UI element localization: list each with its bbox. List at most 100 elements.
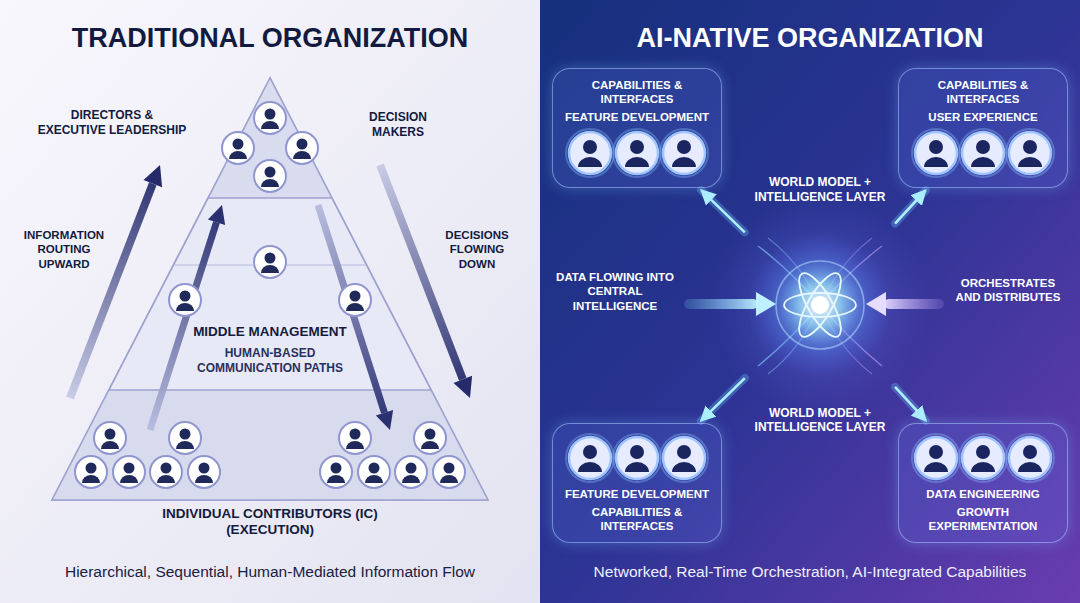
pyramid bbox=[52, 78, 488, 500]
person-glow bbox=[660, 129, 708, 177]
pyramid bbox=[52, 78, 488, 500]
person-circle bbox=[962, 437, 1004, 479]
person-glow bbox=[1006, 434, 1054, 482]
intelligence-core bbox=[784, 293, 856, 317]
person-glow bbox=[660, 434, 708, 482]
connector bbox=[701, 378, 745, 421]
person-icon bbox=[959, 434, 1007, 482]
person-head bbox=[677, 445, 691, 459]
intelligence-core bbox=[792, 268, 849, 342]
intelligence-core: WORLD MODEL + INTELLIGENCE LAYER WORLD MO… bbox=[747, 175, 893, 435]
core-label: WORLD MODEL + INTELLIGENCE LAYER bbox=[747, 175, 893, 204]
flow-arrow bbox=[756, 292, 776, 316]
person-head bbox=[630, 445, 644, 459]
person-icon bbox=[1006, 129, 1054, 177]
tier-label: DIRECTORS & EXECUTIVE LEADERSHIP bbox=[36, 108, 188, 137]
flow-label: INFORMATION ROUTING UPWARD bbox=[16, 228, 112, 271]
person-body bbox=[924, 462, 948, 472]
person-head bbox=[583, 445, 597, 459]
person-glow bbox=[566, 129, 614, 177]
panel-background bbox=[0, 0, 540, 603]
person-icon bbox=[339, 284, 371, 316]
flow-arrow bbox=[684, 299, 758, 309]
tier-label: INDIVIDUAL CONTRIBUTORS (IC) (EXECUTION) bbox=[125, 506, 415, 539]
pyramid bbox=[208, 197, 332, 199]
flow-label: DECISIONS FLOWING DOWN bbox=[432, 228, 522, 271]
person-row bbox=[908, 128, 1058, 178]
person-icon bbox=[339, 422, 371, 454]
caption: Hierarchical, Sequential, Human-Mediated… bbox=[10, 563, 530, 582]
core-label: WORLD MODEL + INTELLIGENCE LAYER bbox=[747, 406, 893, 435]
person-body bbox=[971, 462, 995, 472]
person-head bbox=[1023, 140, 1037, 154]
person-icon bbox=[660, 434, 708, 482]
capability-group: CAPABILITIES & INTERFACESFEATURE DEVELOP… bbox=[552, 68, 722, 188]
person-head bbox=[1023, 445, 1037, 459]
intelligence-core bbox=[776, 261, 864, 349]
person-icon bbox=[254, 102, 286, 134]
person-icon bbox=[254, 160, 286, 192]
panel-background bbox=[540, 0, 1080, 603]
pyramid bbox=[208, 78, 332, 198]
person-circle bbox=[1009, 437, 1051, 479]
person-circle bbox=[962, 132, 1004, 174]
person-icon bbox=[414, 422, 446, 454]
group-label: GROWTH EXPERIMENTATION bbox=[909, 505, 1057, 533]
person-icon bbox=[613, 129, 661, 177]
person-icon bbox=[566, 129, 614, 177]
panel: TRADITIONAL ORGANIZATION Hierarchical, Se… bbox=[0, 0, 540, 603]
person-icon bbox=[613, 434, 661, 482]
flow-arrow bbox=[884, 299, 944, 309]
flow-label: ORCHESTRATES AND DISTRIBUTES bbox=[948, 276, 1068, 305]
person-icon bbox=[169, 422, 201, 454]
person-glow bbox=[959, 434, 1007, 482]
person-head bbox=[583, 140, 597, 154]
person-icon bbox=[1006, 434, 1054, 482]
intelligence-core bbox=[811, 296, 829, 314]
connector bbox=[701, 190, 745, 232]
flow-arrow bbox=[380, 165, 463, 379]
person-glow bbox=[912, 434, 960, 482]
person-glow bbox=[566, 434, 614, 482]
panel-title: AI-NATIVE ORGANIZATION bbox=[540, 22, 1080, 55]
person-icon bbox=[566, 434, 614, 482]
panel-title: TRADITIONAL ORGANIZATION bbox=[0, 22, 540, 55]
connector-glow bbox=[701, 190, 745, 232]
flow-arrow bbox=[684, 292, 944, 316]
person-icon bbox=[150, 456, 182, 488]
pyramid bbox=[52, 390, 488, 500]
person-head bbox=[929, 445, 943, 459]
person-icon bbox=[286, 132, 318, 164]
pyramid-tier: DIRECTORS & EXECUTIVE LEADERSHIPDECISION… bbox=[0, 108, 540, 158]
pyramid-tier: INDIVIDUAL CONTRIBUTORS (IC) (EXECUTION) bbox=[0, 506, 540, 546]
person-circle bbox=[663, 132, 705, 174]
person-icon bbox=[75, 102, 465, 488]
caption: Networked, Real-Time Orchestration, AI-I… bbox=[550, 563, 1070, 582]
person-body bbox=[1018, 462, 1042, 472]
person-body bbox=[971, 157, 995, 167]
group-label: DATA ENGINEERING bbox=[909, 487, 1057, 501]
capability-group: CAPABILITIES & INTERFACESUSER EXPERIENCE bbox=[898, 68, 1068, 188]
person-head bbox=[677, 140, 691, 154]
capability-group: DATA ENGINEERING GROWTH EXPERIMENTATION bbox=[898, 423, 1068, 543]
person-circle bbox=[915, 437, 957, 479]
flow-arrow bbox=[208, 205, 225, 225]
pyramid-tier: MIDDLE MANAGEMENTHUMAN-BASED COMMUNICATI… bbox=[0, 320, 540, 384]
person-glow bbox=[959, 129, 1007, 177]
connector bbox=[895, 190, 926, 223]
person-icon bbox=[395, 456, 427, 488]
flow-arrow bbox=[144, 165, 163, 187]
pyramid bbox=[52, 78, 488, 500]
person-glow bbox=[613, 434, 661, 482]
person-icon bbox=[188, 456, 220, 488]
group-label: USER EXPERIENCE bbox=[909, 110, 1057, 124]
person-row bbox=[908, 433, 1058, 483]
person-icon bbox=[222, 132, 254, 164]
person-body bbox=[625, 157, 649, 167]
pyramid bbox=[109, 389, 431, 391]
person-glow bbox=[912, 129, 960, 177]
person-icon bbox=[75, 456, 107, 488]
flow-arrow bbox=[70, 165, 472, 430]
